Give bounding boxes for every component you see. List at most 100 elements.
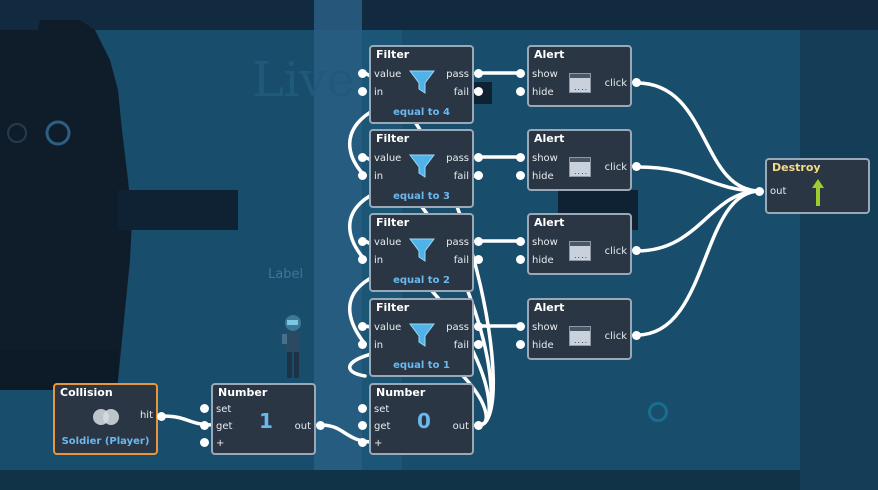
port-dot[interactable] — [516, 255, 525, 264]
click-port[interactable]: click — [604, 162, 627, 173]
port-dot[interactable] — [516, 340, 525, 349]
port-dot[interactable] — [474, 255, 483, 264]
collision-icon — [93, 409, 119, 425]
soldier-sprite[interactable] — [278, 312, 304, 382]
number-node[interactable]: Number set get + 0 out — [369, 383, 474, 455]
funnel-icon — [409, 154, 435, 178]
collision-target: Soldier (Player) — [61, 436, 150, 447]
port-dot[interactable] — [358, 255, 367, 264]
funnel-icon — [409, 238, 435, 262]
node-title: Alert — [534, 301, 565, 314]
fail-port[interactable]: fail — [453, 340, 469, 351]
port-dot[interactable] — [157, 412, 166, 421]
pass-port[interactable]: pass — [446, 69, 469, 80]
port-dot[interactable] — [358, 421, 367, 430]
port-dot[interactable] — [200, 421, 209, 430]
click-port[interactable]: click — [604, 78, 627, 89]
port-dot[interactable] — [474, 87, 483, 96]
pass-port[interactable]: pass — [446, 237, 469, 248]
pass-port[interactable]: pass — [446, 153, 469, 164]
port-dot[interactable] — [358, 69, 367, 78]
out-port[interactable]: out — [452, 421, 469, 432]
get-port[interactable]: get — [374, 421, 391, 432]
show-port[interactable]: show — [532, 69, 558, 80]
port-dot[interactable] — [358, 171, 367, 180]
value-port[interactable]: value — [374, 69, 402, 80]
port-dot[interactable] — [516, 171, 525, 180]
port-dot[interactable] — [474, 153, 483, 162]
port-dot[interactable] — [516, 87, 525, 96]
port-dot[interactable] — [358, 237, 367, 246]
value-port[interactable]: value — [374, 153, 402, 164]
alert-node[interactable]: Alert show hide click — [527, 45, 632, 107]
plus-port[interactable]: + — [216, 438, 225, 449]
port-dot[interactable] — [516, 153, 525, 162]
port-dot[interactable] — [632, 331, 641, 340]
hit-port[interactable]: hit — [139, 410, 153, 421]
hide-port[interactable]: hide — [532, 171, 554, 182]
port-dot[interactable] — [358, 340, 367, 349]
port-dot[interactable] — [316, 421, 325, 430]
fail-port[interactable]: fail — [453, 171, 469, 182]
show-port[interactable]: show — [532, 237, 558, 248]
port-dot[interactable] — [474, 237, 483, 246]
port-dot[interactable] — [474, 322, 483, 331]
alert-node[interactable]: Alert show hide click — [527, 213, 632, 275]
port-dot[interactable] — [474, 171, 483, 180]
set-port[interactable]: set — [216, 404, 232, 415]
hide-port[interactable]: hide — [532, 255, 554, 266]
get-port[interactable]: get — [216, 421, 233, 432]
port-dot[interactable] — [358, 153, 367, 162]
fail-port[interactable]: fail — [453, 87, 469, 98]
plus-port[interactable]: + — [374, 438, 383, 449]
in-port[interactable]: in — [374, 340, 384, 351]
in-port[interactable]: in — [374, 255, 384, 266]
set-port[interactable]: set — [374, 404, 390, 415]
filter-node[interactable]: Filter value in pass fail equal to 1 — [369, 298, 474, 377]
out-port[interactable]: out — [294, 421, 311, 432]
port-dot[interactable] — [632, 246, 641, 255]
show-port[interactable]: show — [532, 322, 558, 333]
port-dot[interactable] — [632, 78, 641, 87]
pass-port[interactable]: pass — [446, 322, 469, 333]
in-port[interactable]: in — [374, 171, 384, 182]
click-port[interactable]: click — [604, 331, 627, 342]
port-dot[interactable] — [358, 438, 367, 447]
fail-port[interactable]: fail — [453, 255, 469, 266]
filter-node[interactable]: Filter value in pass fail equal to 3 — [369, 129, 474, 208]
click-port[interactable]: click — [604, 246, 627, 257]
destroy-node[interactable]: Destroy out — [765, 158, 870, 214]
alert-window-icon — [569, 241, 591, 261]
port-dot[interactable] — [358, 87, 367, 96]
port-dot[interactable] — [516, 237, 525, 246]
port-dot[interactable] — [474, 69, 483, 78]
port-dot[interactable] — [200, 404, 209, 413]
alert-node[interactable]: Alert show hide click — [527, 129, 632, 191]
port-dot[interactable] — [474, 340, 483, 349]
in-port[interactable]: in — [374, 87, 384, 98]
port-dot[interactable] — [755, 187, 764, 196]
filter-node[interactable]: Filter value in pass fail equal to 4 — [369, 45, 474, 124]
alert-window-icon — [569, 326, 591, 346]
node-title: Alert — [534, 132, 565, 145]
value-port[interactable]: value — [374, 237, 402, 248]
port-dot[interactable] — [358, 322, 367, 331]
out-port[interactable]: out — [770, 186, 787, 197]
hide-port[interactable]: hide — [532, 87, 554, 98]
hide-port[interactable]: hide — [532, 340, 554, 351]
alert-node[interactable]: Alert show hide click — [527, 298, 632, 360]
port-dot[interactable] — [358, 404, 367, 413]
port-dot[interactable] — [516, 69, 525, 78]
number-node[interactable]: Number set get + 1 out — [211, 383, 316, 455]
value-port[interactable]: value — [374, 322, 402, 333]
port-dot[interactable] — [474, 421, 483, 430]
port-dot[interactable] — [632, 162, 641, 171]
show-port[interactable]: show — [532, 153, 558, 164]
alert-window-icon — [569, 157, 591, 177]
rock-silhouette — [0, 20, 132, 390]
collision-node[interactable]: Collision hit Soldier (Player) — [53, 383, 158, 455]
port-dot[interactable] — [200, 438, 209, 447]
port-dot[interactable] — [516, 322, 525, 331]
filter-node[interactable]: Filter value in pass fail equal to 2 — [369, 213, 474, 292]
